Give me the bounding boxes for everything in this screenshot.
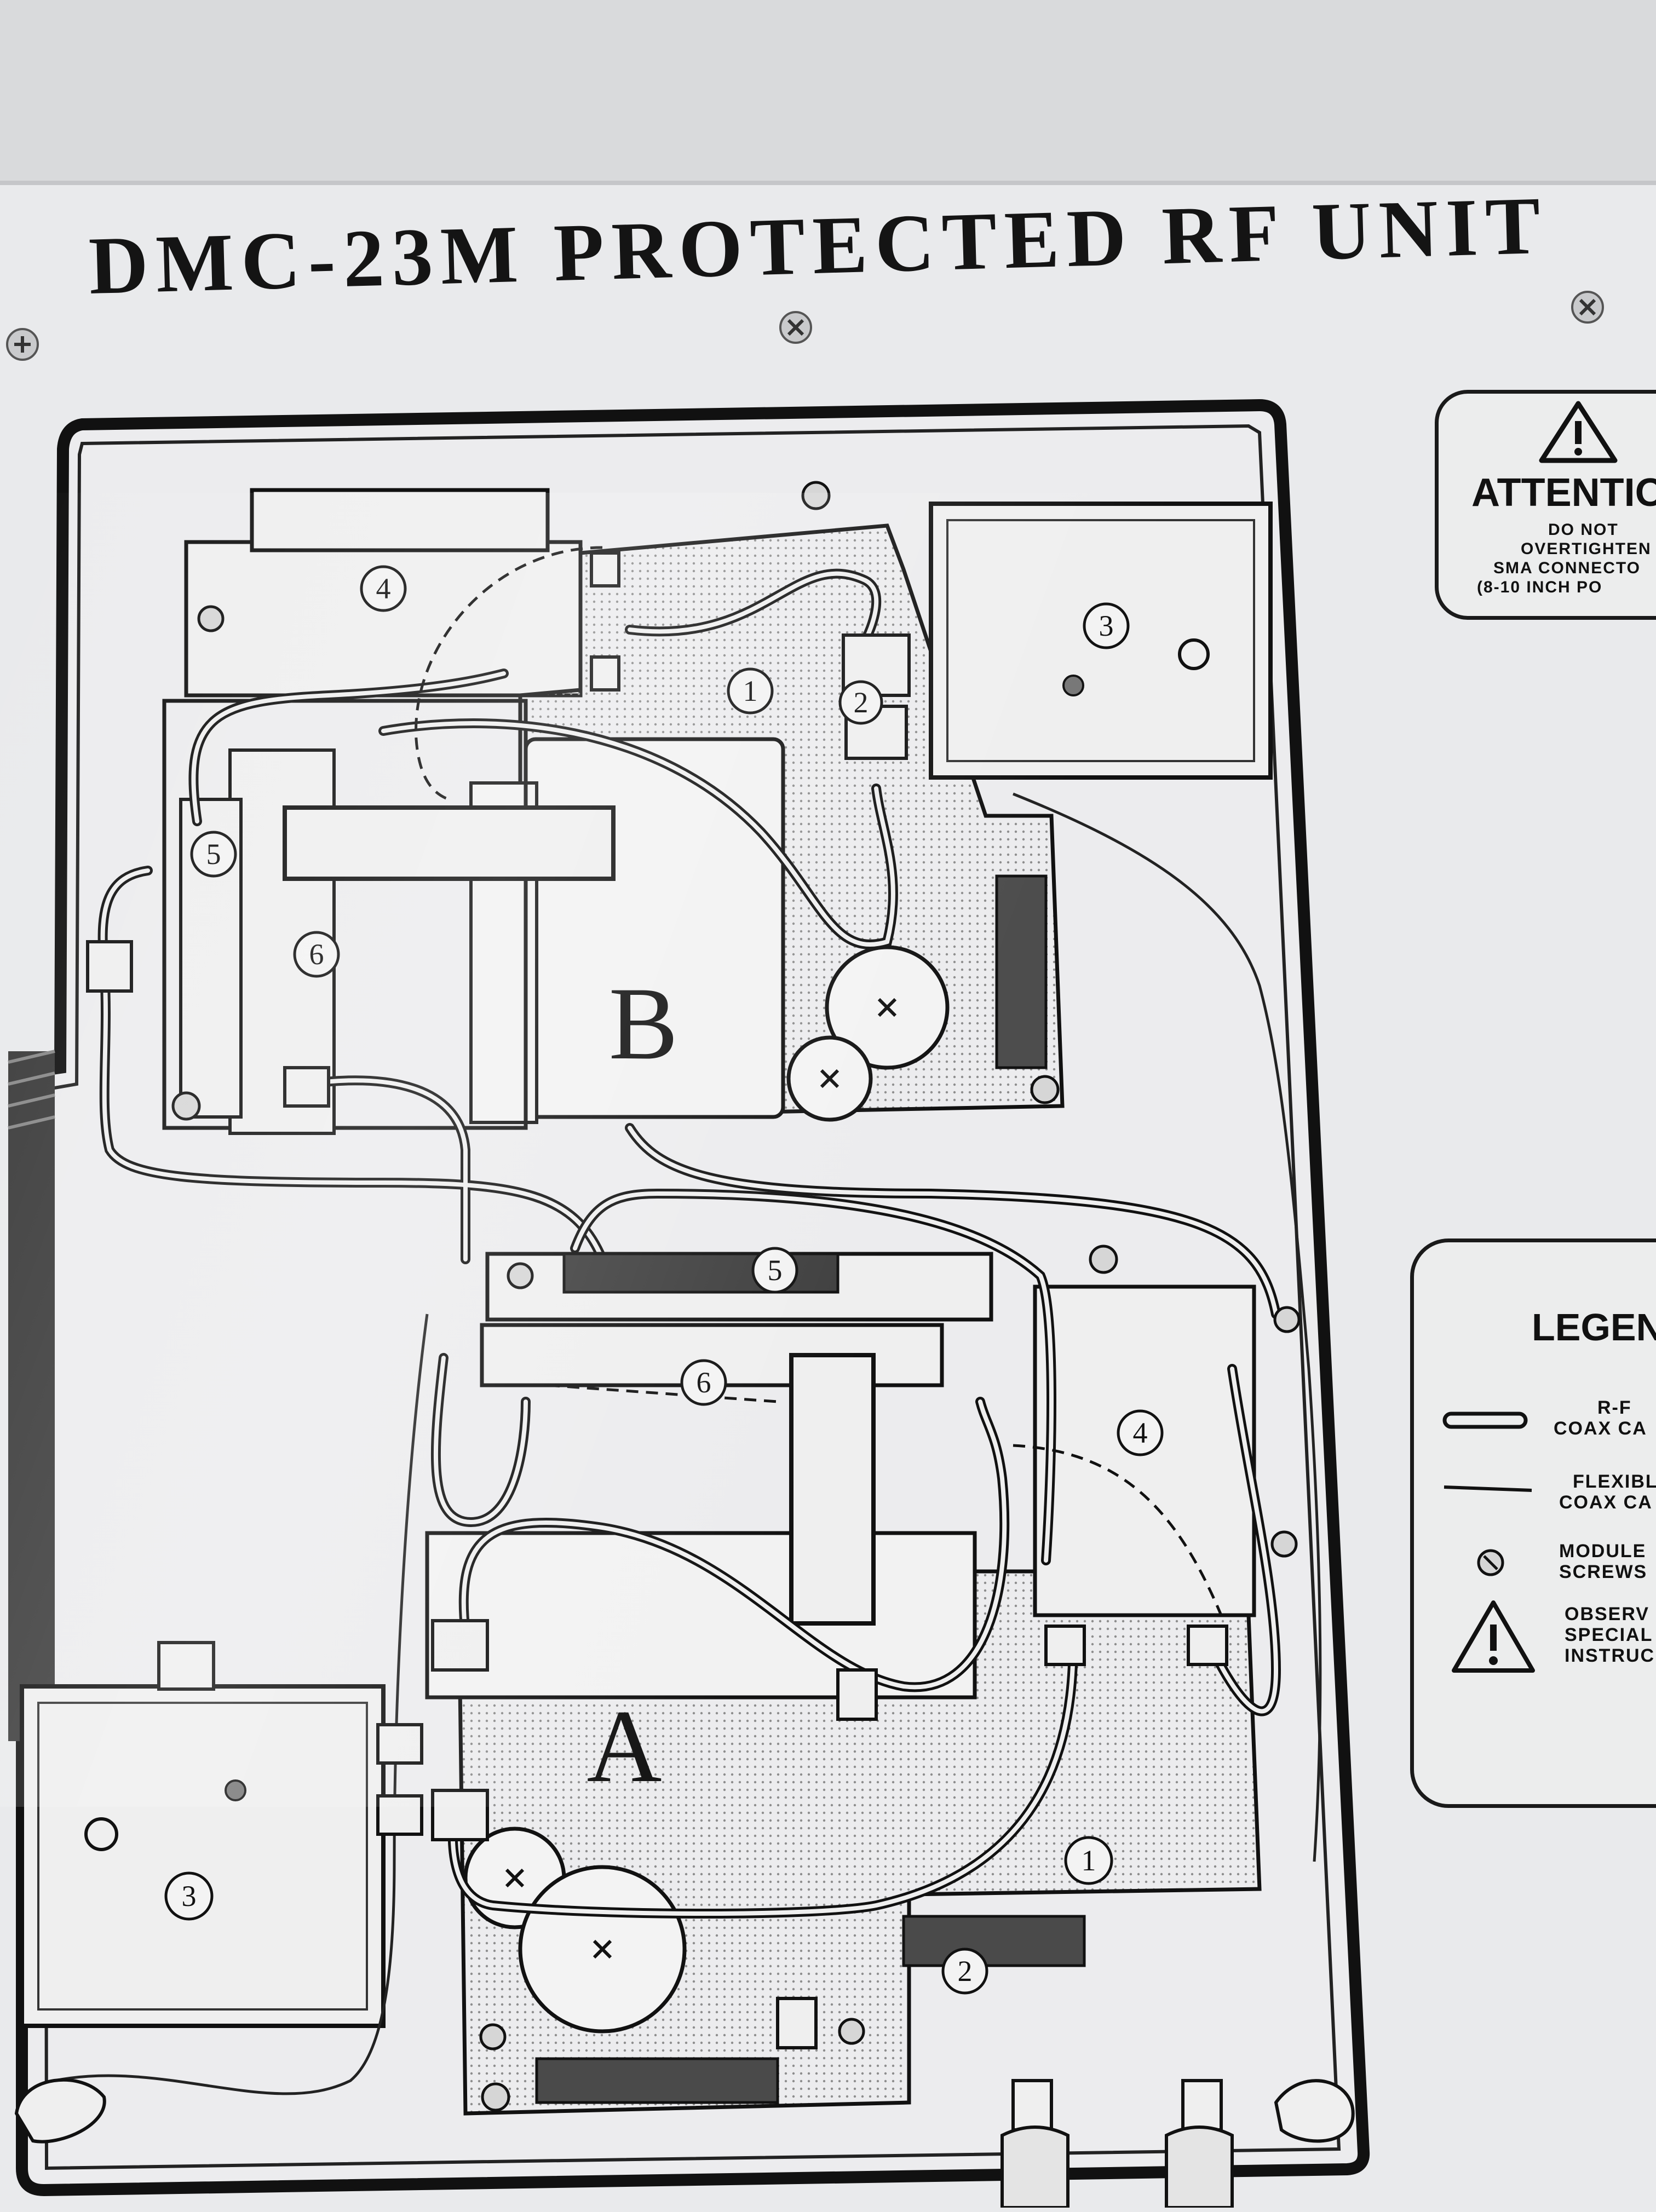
callout-a-1: 1	[1082, 1844, 1096, 1877]
legend-box: LEGEN R-F COAX CA FLEXIBL COAX CA MODULE…	[1410, 1239, 1656, 1808]
callout-b-1: 1	[743, 675, 758, 707]
legend-item-4-line-2: SPECIAL	[1565, 1625, 1653, 1645]
module-a4-plate	[1033, 1284, 1256, 1617]
legend-item-1-line-1: R-F	[1597, 1397, 1632, 1418]
warning-triangle-icon	[1539, 401, 1618, 463]
callout-b-2: 2	[854, 686, 869, 719]
section-a-filter	[789, 1353, 876, 1626]
legend-item-2-line-1: FLEXIBL	[1573, 1471, 1656, 1492]
legend-item-3-line-1: MODULE	[1559, 1541, 1647, 1562]
rigid-coax-symbol-icon	[1442, 1412, 1528, 1429]
callout-a-5: 5	[768, 1254, 783, 1287]
screw-symbol-icon	[1477, 1549, 1504, 1576]
callout-a-3: 3	[182, 1880, 197, 1913]
module-a3-box	[20, 1684, 386, 2028]
legend-item-2-line-2: COAX CA	[1559, 1492, 1653, 1513]
attention-title: ATTENTIO	[1471, 471, 1656, 515]
attention-line-1: DO NOT	[1548, 521, 1619, 539]
legend-item-4-line-1: OBSERV	[1565, 1604, 1649, 1625]
panel-screw-icon	[1571, 291, 1604, 324]
attention-line-3: SMA CONNECTO	[1493, 559, 1641, 577]
callout-b-6: 6	[309, 938, 324, 971]
module-b4-plate	[184, 540, 583, 698]
section-a-label: A	[586, 1689, 662, 1804]
section-b-label: B	[609, 966, 679, 1081]
attention-line-2: OVERTIGHTEN	[1521, 540, 1652, 558]
section-b-filter	[283, 805, 616, 881]
panel-screw-icon	[6, 328, 39, 361]
callout-b-4: 4	[376, 572, 391, 605]
callout-a-4: 4	[1133, 1416, 1148, 1449]
panel-screw-icon	[779, 311, 812, 344]
callout-a-6: 6	[697, 1366, 711, 1399]
warning-triangle-symbol-icon	[1452, 1600, 1535, 1673]
legend-item-1-line-2: COAX CA	[1554, 1418, 1647, 1439]
attention-line-4: (8-10 INCH PO	[1477, 578, 1603, 596]
legend-item-3-line-2: SCREWS	[1559, 1562, 1648, 1582]
attention-label: ATTENTIO DO NOT OVERTIGHTEN SMA CONNECTO…	[1435, 390, 1656, 620]
callout-a-2: 2	[958, 1955, 973, 1988]
flexible-coax-symbol-icon	[1444, 1485, 1532, 1492]
callout-b-5: 5	[206, 838, 221, 871]
legend-title: LEGEN	[1532, 1306, 1656, 1349]
legend-item-4-line-3: INSTRUC	[1565, 1645, 1655, 1666]
callout-b-3: 3	[1099, 609, 1114, 642]
